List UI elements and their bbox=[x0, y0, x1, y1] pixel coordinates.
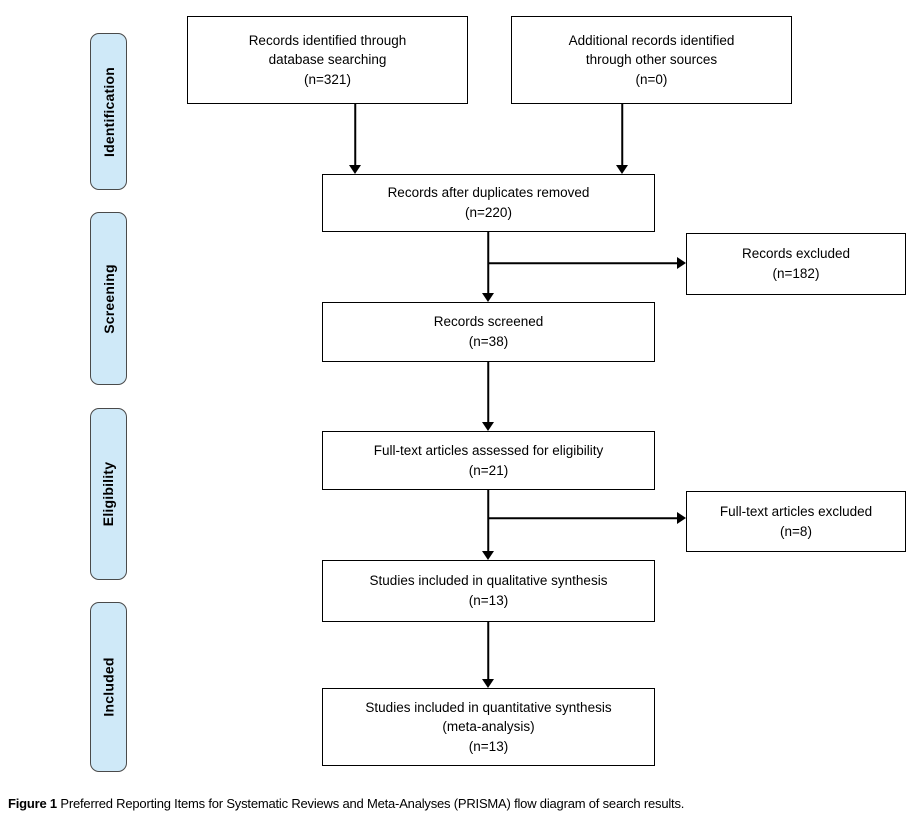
arrow-to-records-excluded bbox=[488, 257, 686, 269]
arrow-down-head bbox=[482, 422, 494, 431]
arrow-screened-to-assessed bbox=[482, 362, 494, 431]
arrow-qualitative-to-quantitative bbox=[482, 622, 494, 688]
node-additional-records: Additional records identified through ot… bbox=[511, 16, 792, 104]
stage-label-screening: Screening bbox=[90, 212, 127, 385]
node-records-excluded-text: Records excluded (n=182) bbox=[741, 246, 851, 281]
node-after-duplicates: Records after duplicates removed (n=220) bbox=[322, 174, 655, 232]
arrow-line bbox=[354, 104, 356, 166]
node-fulltext-excluded: Full-text articles excluded (n=8) bbox=[686, 491, 906, 552]
node-records-identified: Records identified through database sear… bbox=[187, 16, 468, 104]
arrow-down-head bbox=[482, 551, 494, 560]
node-after-duplicates-text: Records after duplicates removed (n=220) bbox=[387, 185, 590, 220]
node-records-screened: Records screened (n=38) bbox=[322, 302, 655, 362]
node-quantitative-synthesis-text: Studies included in quantitative synthes… bbox=[365, 699, 612, 754]
arrow-down-head bbox=[349, 165, 361, 174]
arrow-database-to-duplicates bbox=[349, 104, 361, 174]
arrow-line bbox=[488, 517, 678, 519]
node-fulltext-excluded-text: Full-text articles excluded (n=8) bbox=[719, 503, 873, 539]
arrow-line bbox=[487, 622, 489, 680]
stage-label-eligibility-text: Eligibility bbox=[100, 461, 117, 527]
stage-label-screening-text: Screening bbox=[100, 263, 117, 334]
node-records-excluded: Records excluded (n=182) bbox=[686, 233, 906, 295]
node-additional-records-text: Additional records identified through ot… bbox=[568, 32, 735, 87]
node-fulltext-assessed: Full-text articles assessed for eligibil… bbox=[322, 431, 655, 490]
stage-label-identification-text: Identification bbox=[100, 66, 117, 157]
figure-caption: Figure 1 Preferred Reporting Items for S… bbox=[8, 796, 684, 811]
arrow-down-head bbox=[616, 165, 628, 174]
node-fulltext-assessed-text: Full-text articles assessed for eligibil… bbox=[373, 442, 604, 478]
figure-caption-text: Preferred Reporting Items for Systematic… bbox=[56, 796, 685, 811]
arrow-line bbox=[487, 490, 489, 552]
arrow-line bbox=[487, 362, 489, 423]
arrow-down-head bbox=[482, 679, 494, 688]
stage-label-eligibility: Eligibility bbox=[90, 408, 127, 580]
arrow-line bbox=[621, 104, 623, 166]
stage-label-included-text: Included bbox=[100, 657, 117, 717]
arrow-right-head bbox=[677, 257, 686, 269]
node-records-screened-text: Records screened (n=38) bbox=[433, 314, 544, 349]
arrow-down-head bbox=[482, 293, 494, 302]
arrow-other-to-duplicates bbox=[616, 104, 628, 174]
node-qualitative-synthesis: Studies included in qualitative synthesi… bbox=[322, 560, 655, 622]
node-records-identified-text: Records identified through database sear… bbox=[248, 32, 407, 87]
node-qualitative-synthesis-text: Studies included in qualitative synthesi… bbox=[369, 573, 608, 608]
stage-label-included: Included bbox=[90, 602, 127, 772]
arrow-line bbox=[488, 262, 678, 264]
arrow-right-head bbox=[677, 512, 686, 524]
arrow-assessed-to-qualitative bbox=[482, 490, 494, 560]
stage-label-identification: Identification bbox=[90, 33, 127, 190]
arrow-to-fulltext-excluded bbox=[488, 512, 686, 524]
figure-caption-label: Figure 1 bbox=[8, 796, 57, 811]
node-quantitative-synthesis: Studies included in quantitative synthes… bbox=[322, 688, 655, 766]
